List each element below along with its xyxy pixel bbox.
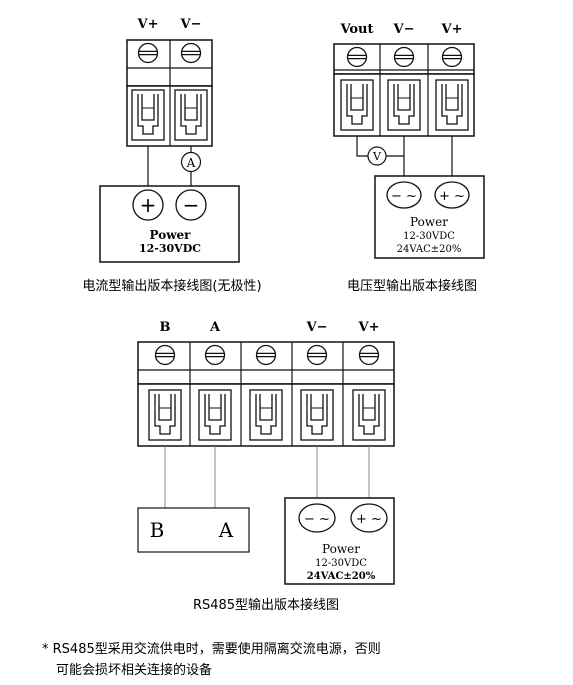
device-label-a: A (218, 518, 234, 542)
power-ac-range: 24VAC±20% (307, 571, 376, 582)
current-output-diagram: V+ V− A + − Power 12-30VDC 电流型输 (82, 17, 261, 294)
note-line-2: 可能会损坏相关连接的设备 (56, 662, 212, 678)
terminal-block (126, 39, 213, 147)
screw-icon (154, 344, 176, 366)
screw-icon (358, 344, 380, 366)
ammeter-icon (180, 151, 202, 173)
screw-icon (180, 42, 202, 64)
note-line-1: * RS485型采用交流供电时，需要使用隔离交流电源，否则 (42, 641, 381, 657)
screw-icon (255, 344, 277, 366)
power-title: Power (150, 228, 192, 242)
power-supply-box: − ~ + ~ Power 12-30VDC 24VAC±20% (284, 497, 395, 585)
screw-icon (346, 46, 368, 68)
terminal-label-vplus: V+ (137, 17, 159, 32)
terminal-label-vminus: V− (180, 17, 202, 32)
terminal-label-b: B (160, 320, 171, 335)
terminal-block (137, 341, 395, 447)
voltmeter-symbol: V (372, 150, 382, 163)
power-title: Power (322, 542, 360, 556)
voltage-diagram-caption: 电压型输出版本接线图 (347, 278, 477, 294)
device-label-b: B (150, 518, 165, 542)
ac-plus-terminal-icon (350, 503, 388, 533)
power-title: Power (410, 215, 448, 229)
terminal-label-vplus: V+ (441, 22, 463, 37)
ac-minus-symbol: − ~ (304, 512, 330, 527)
terminal-label-vplus: V+ (358, 320, 380, 335)
terminal-label-a: A (209, 320, 221, 335)
minus-symbol: − (183, 193, 200, 217)
power-range: 12-30VDC (315, 558, 367, 569)
ac-plus-terminal-icon (434, 181, 470, 209)
rs485-diagram-caption: RS485型输出版本接线图 (193, 597, 339, 613)
screw-icon (306, 344, 328, 366)
ammeter-symbol: A (186, 156, 196, 170)
plus-symbol: + (140, 193, 157, 217)
terminal-label-vminus: V− (393, 22, 415, 37)
current-diagram-caption: 电流型输出版本接线图(无极性) (82, 278, 261, 294)
power-supply-box: − ~ + ~ Power 12-30VDC 24VAC±20% (374, 175, 485, 259)
terminal-block (333, 43, 475, 137)
screw-icon (393, 46, 415, 68)
ac-minus-symbol: − ~ (391, 189, 417, 204)
warning-note: * RS485型采用交流供电时，需要使用隔离交流电源，否则 可能会损坏相关连接的… (42, 641, 381, 678)
ac-minus-terminal-icon (298, 503, 336, 533)
power-range: 12-30VDC (403, 231, 455, 242)
minus-terminal-icon (175, 189, 207, 221)
plus-terminal-icon (132, 189, 164, 221)
power-ac-range: 24VAC±20% (397, 244, 462, 255)
ac-plus-symbol: + ~ (439, 189, 465, 204)
terminal-label-vminus: V− (306, 320, 328, 335)
screw-icon (204, 344, 226, 366)
power-range: 12-30VDC (139, 242, 201, 255)
voltage-output-diagram: Vout V− V+ V − ~ (333, 22, 485, 294)
power-supply-box: + − Power 12-30VDC (99, 185, 240, 263)
screw-icon (441, 46, 463, 68)
rs485-device-box: B A (137, 507, 250, 553)
rs485-output-diagram: B A V− V+ (137, 320, 395, 613)
ac-plus-symbol: + ~ (356, 512, 382, 527)
ac-minus-terminal-icon (386, 181, 422, 209)
screw-icon (137, 42, 159, 64)
terminal-label-vout: Vout (339, 22, 373, 37)
